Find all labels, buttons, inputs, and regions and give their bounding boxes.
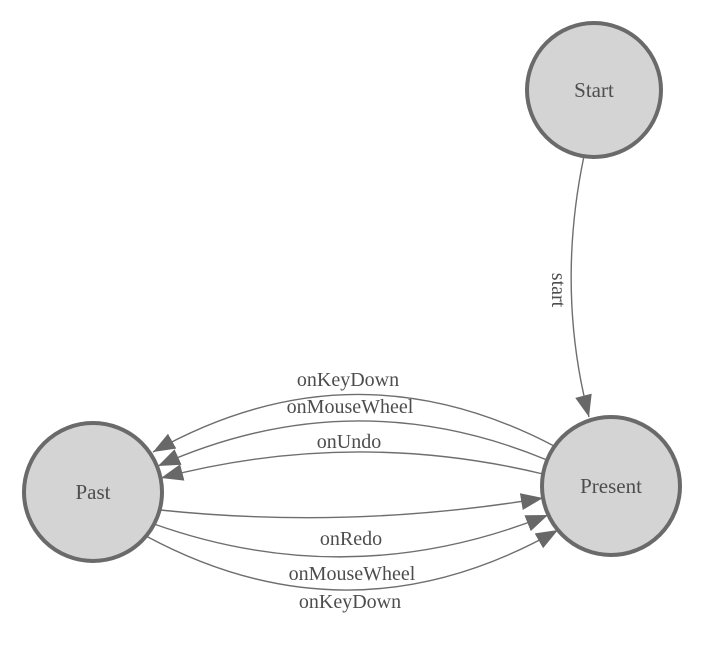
node-present[interactable]: Present (540, 415, 682, 557)
node-present-circle[interactable] (540, 415, 682, 557)
node-past-circle[interactable] (22, 421, 164, 563)
node-past[interactable]: Past (22, 421, 164, 563)
edge-label-onmousewheel-top: onMouseWheel (287, 396, 414, 418)
edge-past-to-present-onredo (159, 493, 544, 519)
edge-label-onkeydown-top: onKeyDown (297, 369, 399, 391)
edge-label-onundo: onUndo (317, 431, 381, 453)
edge-label-onmousewheel-bottom: onMouseWheel (289, 563, 416, 585)
node-present-label: Present (580, 474, 642, 498)
node-start-circle[interactable] (525, 21, 663, 159)
edge-label-onredo: onRedo (320, 528, 382, 550)
edge-labels-layer: start onKeyDown onMouseWheel onUndo onRe… (287, 273, 569, 613)
edge-past-to-present-onkeydown (145, 529, 559, 591)
edge-present-to-past-onmousewheel (157, 420, 548, 467)
edge-present-to-past-onundo (160, 451, 544, 481)
edges-layer (145, 155, 592, 591)
node-start-label: Start (574, 78, 614, 102)
edge-past-to-present-onmousewheel (153, 514, 549, 558)
edge-start-to-present (570, 155, 592, 418)
node-start[interactable]: Start (525, 21, 663, 159)
edge-label-start: start (547, 273, 569, 308)
edge-present-to-past-onkeydown (152, 393, 555, 453)
node-past-label: Past (75, 480, 110, 504)
edge-label-onkeydown-bottom: onKeyDown (299, 591, 401, 613)
